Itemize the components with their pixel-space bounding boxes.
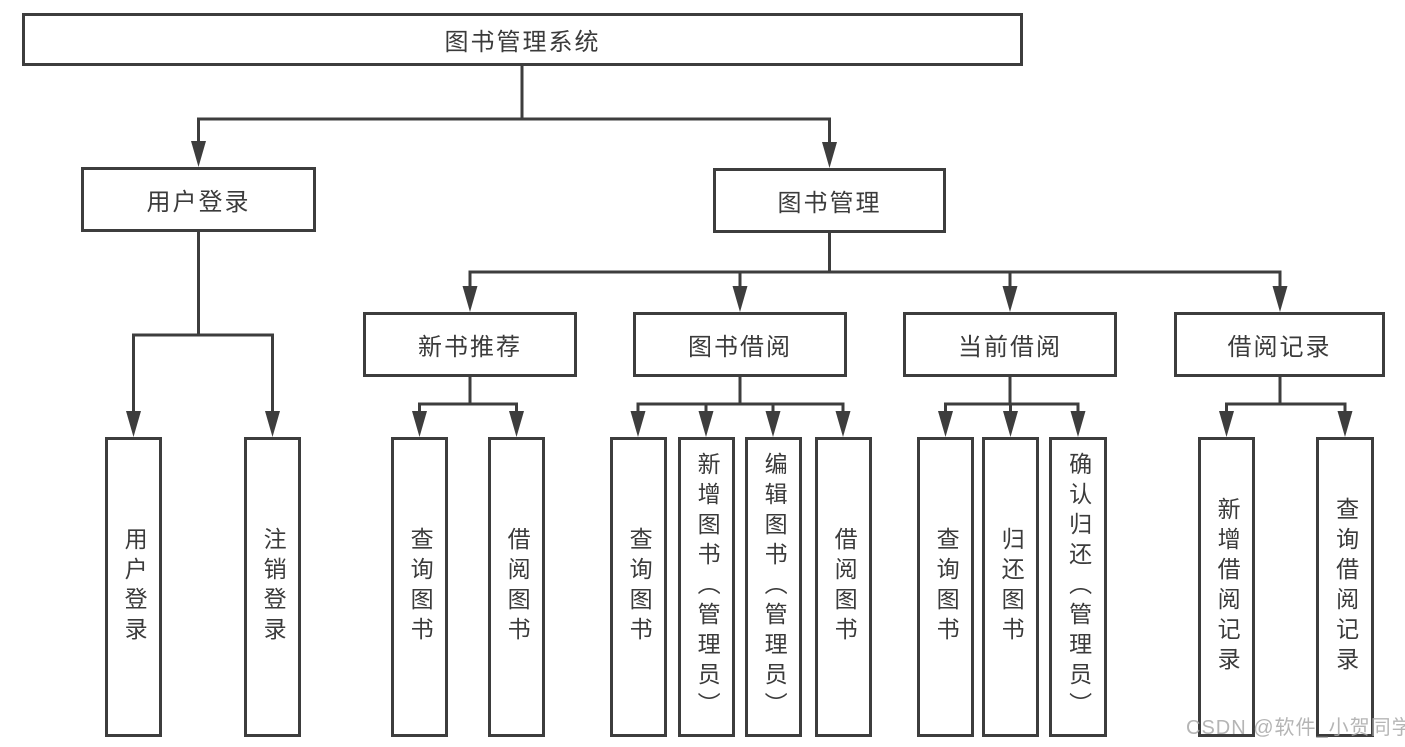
node-book-management-label: 图书管理 [777,190,882,217]
node-root: 图书管理系统 [22,13,1023,66]
leaf-user-login-label: 用户登录 [121,527,148,647]
leaf-current-query-books: 查询图书 [917,437,974,737]
node-current-borrow-label: 当前借阅 [958,334,1062,361]
leaf-current-confirm-return-admin-label: 确认归还（管理员） [1065,452,1092,722]
leaf-newbook-borrow-books: 借阅图书 [488,437,545,737]
leaf-current-confirm-return-admin: 确认归还（管理员） [1049,437,1107,737]
leaf-user-login: 用户登录 [105,437,162,737]
leaf-records-query-record: 查询借阅记录 [1316,437,1374,737]
node-book-borrow-label: 图书借阅 [688,334,792,361]
node-user-login-label: 用户登录 [146,189,251,216]
leaf-current-return-books: 归还图书 [982,437,1039,737]
leaf-borrow-edit-books-admin: 编辑图书（管理员） [745,437,802,737]
leaf-newbook-query-books-label: 查询图书 [407,527,434,647]
leaf-records-query-record-label: 查询借阅记录 [1332,497,1359,677]
node-current-borrow: 当前借阅 [903,312,1117,377]
leaf-borrow-add-books-admin-label: 新增图书（管理员） [694,452,721,722]
leaf-records-add-record: 新增借阅记录 [1198,437,1255,737]
leaf-current-query-books-label: 查询图书 [933,527,960,647]
node-book-management: 图书管理 [713,168,946,233]
leaf-logout-login-label: 注销登录 [260,527,287,647]
leaf-borrow-borrow-books-label: 借阅图书 [831,527,858,647]
leaf-borrow-query-books: 查询图书 [610,437,667,737]
leaf-records-add-record-label: 新增借阅记录 [1214,497,1241,677]
leaf-borrow-edit-books-admin-label: 编辑图书（管理员） [761,452,788,722]
node-new-book-recommend: 新书推荐 [363,312,577,377]
leaf-borrow-borrow-books: 借阅图书 [815,437,872,737]
leaf-borrow-add-books-admin: 新增图书（管理员） [678,437,735,737]
node-new-book-recommend-label: 新书推荐 [418,334,522,361]
leaf-borrow-query-books-label: 查询图书 [626,527,653,647]
leaf-newbook-borrow-books-label: 借阅图书 [504,527,531,647]
leaf-logout-login: 注销登录 [244,437,301,737]
leaf-newbook-query-books: 查询图书 [391,437,448,737]
csdn-watermark: CSDN @软件_小贺同学 [1186,717,1405,739]
node-borrow-records: 借阅记录 [1174,312,1385,377]
node-borrow-records-label: 借阅记录 [1227,334,1332,361]
leaf-current-return-books-label: 归还图书 [998,527,1025,647]
node-book-borrow: 图书借阅 [633,312,847,377]
node-user-login: 用户登录 [81,167,316,232]
node-root-label: 图书管理系统 [444,29,601,56]
